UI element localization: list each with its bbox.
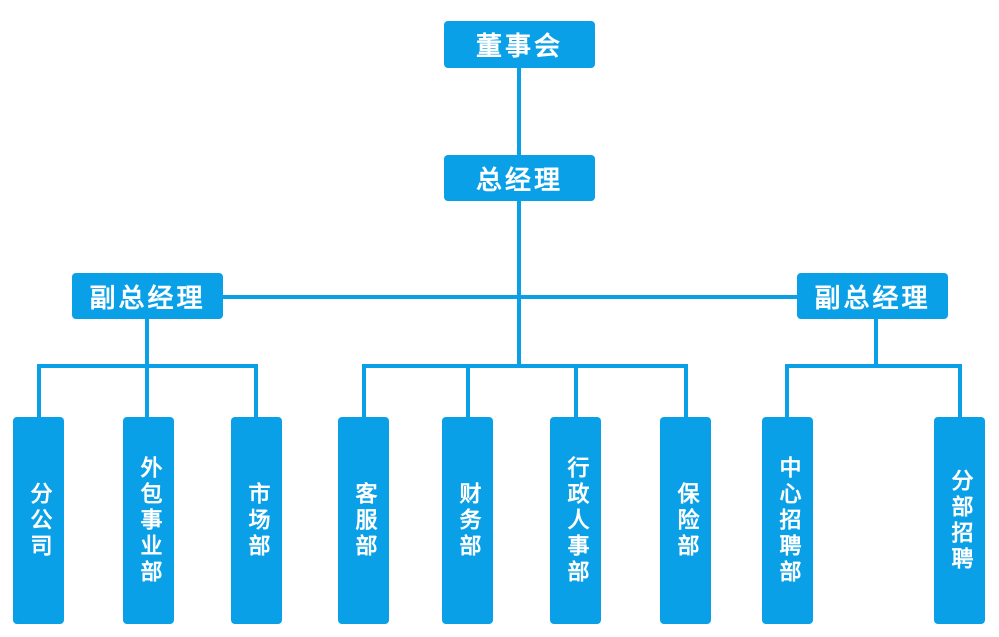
node-dept-branch-recruiting: 分部招聘 <box>934 417 985 624</box>
node-general-manager: 总经理 <box>444 155 595 201</box>
node-vp-right: 副总经理 <box>797 273 948 319</box>
node-vp-left: 副总经理 <box>72 273 223 319</box>
node-dept-central-recruiting: 中心招聘部 <box>762 417 813 624</box>
node-dept-customer-service: 客服部 <box>338 417 389 624</box>
node-dept-finance: 财务部 <box>442 417 493 624</box>
node-dept-outsourcing: 外包事业部 <box>123 417 174 624</box>
node-dept-admin-hr: 行政人事部 <box>550 417 601 624</box>
node-board: 董事会 <box>444 21 595 68</box>
node-dept-marketing: 市场部 <box>231 417 282 624</box>
node-dept-insurance: 保险部 <box>660 417 711 624</box>
node-dept-branch-company: 分公司 <box>13 417 64 624</box>
